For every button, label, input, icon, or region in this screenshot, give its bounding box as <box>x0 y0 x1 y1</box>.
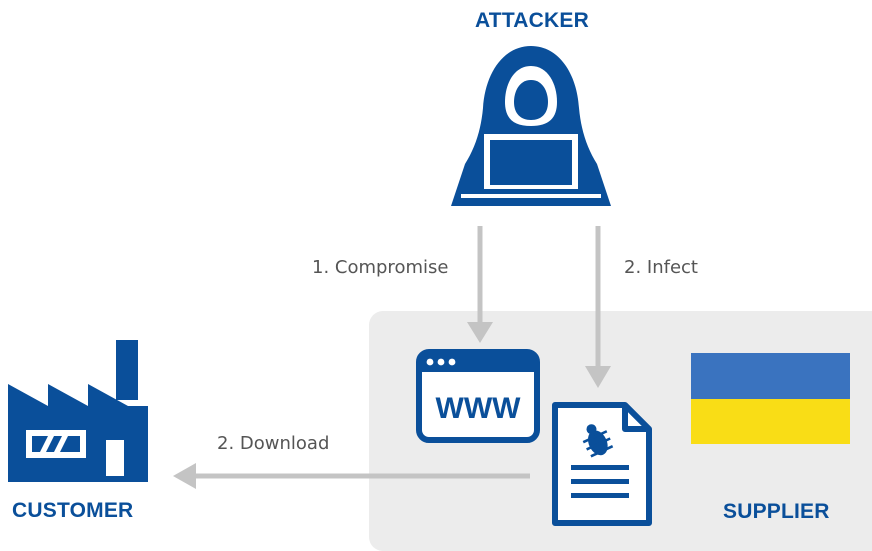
www-text: WWW <box>436 392 522 425</box>
browser-window-icon: WWW <box>416 349 540 443</box>
factory-icon <box>8 340 148 482</box>
compromise-step-label: 1. Compromise <box>312 257 449 278</box>
infected-document-icon <box>552 402 652 526</box>
infect-step-label: 2. Infect <box>624 257 698 278</box>
download-step-label: 2. Download <box>217 433 330 454</box>
ukraine-flag <box>691 353 850 444</box>
arrow-download <box>173 463 530 489</box>
arrow-compromise <box>467 226 493 343</box>
hooded-hacker-laptop-icon <box>451 46 611 206</box>
customer-label: CUSTOMER <box>12 499 134 522</box>
arrow-infect <box>585 226 611 388</box>
attacker-label: ATTACKER <box>475 9 589 32</box>
supplier-label: SUPPLIER <box>723 500 830 523</box>
